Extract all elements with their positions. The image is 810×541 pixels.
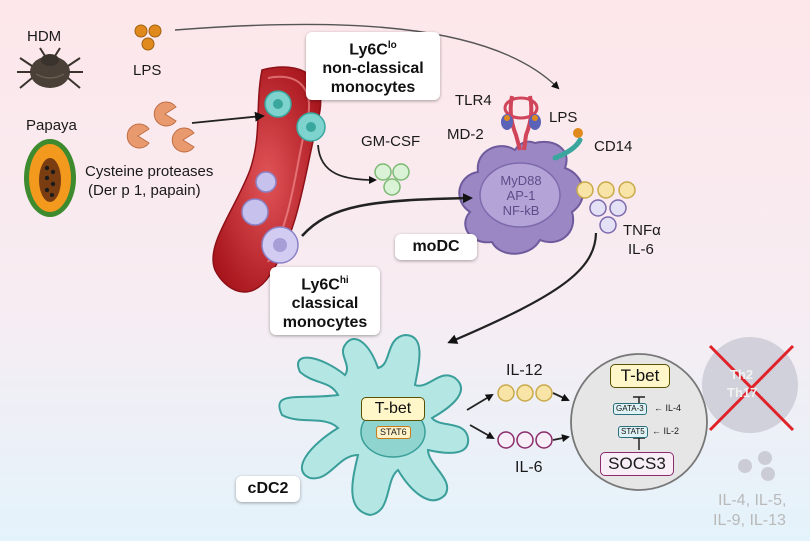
papaya-label: Papaya xyxy=(26,117,77,134)
faded-cytokines xyxy=(738,451,775,481)
cysteine-protease-icons xyxy=(126,101,195,153)
cysteine-label: Cysteine proteases xyxy=(85,163,214,180)
modc-signaling-labels: MyD88 AP-1 NF-kB xyxy=(500,173,542,218)
lps-receptor-label: LPS xyxy=(549,109,578,126)
ly6c-hi-line3: monocytes xyxy=(282,314,368,332)
il12-label: IL-12 xyxy=(506,362,543,379)
ly6c-hi-sup: hi xyxy=(339,275,349,286)
cytokines-line2: IL-9, IL-13 xyxy=(713,512,786,529)
classical-monocyte-cells xyxy=(241,171,299,264)
lps-top-label: LPS xyxy=(133,62,162,79)
il4-inhibition: ← IL-4 xyxy=(654,403,682,413)
ly6c-hi-prefix: Ly6C xyxy=(301,276,340,294)
papaya-icon xyxy=(24,139,76,217)
modc-cell xyxy=(458,140,585,255)
stat6-label: STAT6 xyxy=(376,426,411,439)
ly6c-lo-sup: lo xyxy=(387,40,397,51)
cdc2-box: cDC2 xyxy=(236,476,300,502)
modc-tnfa-il6-cytokines xyxy=(576,181,636,234)
ap1-label: AP-1 xyxy=(506,188,536,203)
arrows xyxy=(174,23,598,443)
md2-label: MD-2 xyxy=(447,126,484,143)
tlr4-receptor-icon xyxy=(501,95,541,151)
socs3-box: SOCS3 xyxy=(600,452,674,476)
il2-inhibition-label: IL-2 xyxy=(663,426,680,436)
th17-label: Th17 xyxy=(727,385,758,400)
myd88-label: MyD88 xyxy=(500,173,542,188)
cd14-label: CD14 xyxy=(594,138,633,155)
modc-box: moDC xyxy=(395,234,477,260)
dust-mite-icon xyxy=(17,47,83,89)
ly6c-lo-box: Ly6Clo non-classical monocytes xyxy=(306,32,440,100)
stat5-label: STAT5 xyxy=(618,426,648,438)
cytokines-line1: IL-4, IL-5, xyxy=(718,492,787,509)
th2-th17-cell-inhibited xyxy=(702,337,798,433)
ly6c-lo-line3: monocytes xyxy=(330,79,416,97)
tnfa-label: TNFα xyxy=(623,222,661,239)
cdc2-tbet-box: T-bet xyxy=(361,397,425,421)
il6-cdc2-label: IL-6 xyxy=(515,459,543,476)
lps-molecules-icon xyxy=(134,24,162,51)
ly6c-lo-prefix: Ly6C xyxy=(349,41,388,59)
tlr4-label: TLR4 xyxy=(455,92,492,109)
il6-modc-label: IL-6 xyxy=(628,241,654,258)
gata3-label: GATA-3 xyxy=(613,403,647,415)
th2-label: Th2 xyxy=(730,367,754,382)
tcell-tbet-box: T-bet xyxy=(610,364,670,388)
ly6c-hi-box: Ly6Chi classical monocytes xyxy=(270,267,380,335)
der-p1-label: (Der p 1, papain) xyxy=(88,182,201,199)
gmcsf-label: GM-CSF xyxy=(361,133,421,150)
il6-cytokines xyxy=(497,431,553,449)
nonclassical-monocyte-cells xyxy=(264,90,326,142)
il2-inhibition: ← IL-2 xyxy=(652,426,680,436)
ly6c-lo-line2: non-classical xyxy=(322,60,424,78)
nfkb-label: NF-kB xyxy=(502,203,540,218)
il12-cytokines xyxy=(497,384,553,402)
gmcsf-cytokines xyxy=(374,163,410,196)
cd14-receptor-icon xyxy=(552,128,583,161)
hdm-label: HDM xyxy=(27,28,62,45)
il4-inhibition-label: IL-4 xyxy=(665,403,682,413)
ly6c-hi-line2: classical xyxy=(291,295,359,313)
